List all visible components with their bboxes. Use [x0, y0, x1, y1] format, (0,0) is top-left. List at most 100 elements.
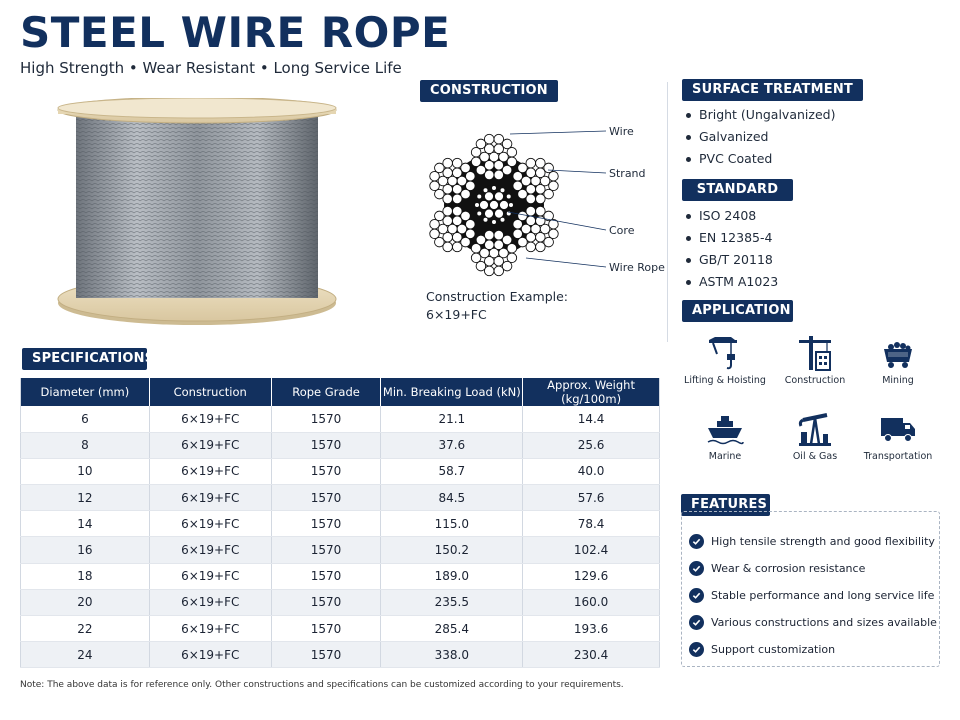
table-cell: 6×19+FC — [149, 641, 272, 669]
standard-list: ISO 2408 EN 12385-4 GB/T 20118 ASTM A102… — [684, 205, 778, 293]
table-cell: 102.4 — [522, 536, 660, 564]
feature-item: Wear & corrosion resistance — [689, 555, 937, 582]
specifications-heading: SPECIFICATIONS — [22, 348, 154, 370]
table-cell: 16 — [20, 536, 150, 564]
table-cell: 235.5 — [380, 589, 524, 617]
application-heading: APPLICATION — [682, 300, 793, 322]
table-cell: 6×19+FC — [149, 406, 272, 433]
construction-example-value: 6×19+FC — [426, 307, 487, 322]
column-header: Diameter (mm) — [20, 378, 150, 406]
surface-treatment-heading: SURFACE TREATMENT — [682, 79, 863, 101]
column-header: Min. Breaking Load (kN) — [380, 378, 524, 406]
construction-caption: Construction Example: — [426, 289, 569, 304]
table-cell: 78.4 — [522, 510, 660, 538]
table-cell: 18 — [20, 563, 150, 590]
construction-heading: CONSTRUCTION — [420, 80, 558, 102]
list-item: EN 12385-4 — [684, 227, 778, 249]
table-cell: 25.6 — [522, 432, 660, 459]
feature-text: Various constructions and sizes availabl… — [711, 616, 937, 629]
table-cell: 230.4 — [522, 641, 660, 669]
application-lifting: Lifting & Hoisting — [680, 334, 770, 386]
table-cell: 1570 — [271, 641, 382, 669]
feature-text: Support customization — [711, 643, 836, 656]
feature-text: Wear & corrosion resistance — [711, 562, 866, 575]
list-item: ISO 2408 — [684, 205, 778, 227]
table-cell: 14 — [20, 510, 150, 538]
wire-label: Wire — [609, 125, 634, 138]
features-list: High tensile strength and good flexibili… — [689, 528, 937, 663]
check-icon — [689, 588, 704, 603]
table-cell: 22 — [20, 615, 150, 643]
rope-cross-section-diagram: Wire Strand Core Wire Rope — [429, 125, 665, 277]
table-cell: 1570 — [271, 615, 382, 643]
table-cell: 21.1 — [380, 406, 524, 433]
mine-cart-icon — [884, 342, 912, 368]
table-cell: 1570 — [271, 432, 382, 459]
table-cell: 84.5 — [380, 484, 524, 512]
list-item: GB/T 20118 — [684, 249, 778, 271]
table-cell: 6×19+FC — [149, 458, 272, 486]
table-cell: 193.6 — [522, 615, 660, 643]
feature-item: High tensile strength and good flexibili… — [689, 528, 937, 555]
table-cell: 6×19+FC — [149, 432, 272, 459]
table-cell: 160.0 — [522, 589, 660, 617]
table-cell: 20 — [20, 589, 150, 617]
table-cell: 1570 — [271, 510, 382, 538]
table-cell: 57.6 — [522, 484, 660, 512]
standard-heading: STANDARD — [682, 179, 793, 201]
core-label: Core — [609, 224, 635, 237]
table-cell: 1570 — [271, 484, 382, 512]
check-icon — [689, 642, 704, 657]
check-icon — [689, 615, 704, 630]
strand-label: Strand — [609, 167, 646, 180]
list-item: Bright (Ungalvanized) — [684, 104, 835, 126]
column-header: Rope Grade — [271, 378, 382, 406]
table-cell: 37.6 — [380, 432, 524, 459]
table-cell: 285.4 — [380, 615, 524, 643]
application-construction: Construction — [770, 334, 860, 386]
table-cell: 6×19+FC — [149, 484, 272, 512]
application-label: Marine — [708, 451, 742, 462]
application-oil-gas: Oil & Gas — [770, 410, 860, 462]
page-title: STEEL WIRE ROPE — [20, 8, 451, 57]
application-mining: Mining — [853, 334, 943, 386]
table-cell: 10 — [20, 458, 150, 486]
table-cell: 58.7 — [380, 458, 524, 486]
tower-crane-icon — [799, 336, 831, 371]
table-cell: 6×19+FC — [149, 563, 272, 590]
truck-icon — [881, 418, 915, 442]
application-label: Mining — [882, 375, 914, 386]
ship-icon — [707, 416, 744, 445]
table-cell: 6×19+FC — [149, 510, 272, 538]
check-icon — [689, 561, 704, 576]
wire-rope-label: Wire Rope — [609, 261, 665, 274]
table-cell: 338.0 — [380, 641, 524, 669]
features-panel — [681, 511, 940, 667]
application-marine: Marine — [680, 410, 770, 462]
application-transportation: Transportation — [853, 410, 943, 462]
application-label: Transportation — [863, 451, 933, 462]
table-header-row: Diameter (mm) Construction Rope Grade Mi… — [20, 378, 660, 406]
table-cell: 6×19+FC — [149, 536, 272, 564]
table-cell: 8 — [20, 432, 150, 459]
table-cell: 189.0 — [380, 563, 524, 590]
table-cell: 150.2 — [380, 536, 524, 564]
table-cell: 129.6 — [522, 563, 660, 590]
table-cell: 1570 — [271, 563, 382, 590]
table-cell: 6×19+FC — [149, 589, 272, 617]
column-header: Construction — [149, 378, 272, 406]
check-icon — [689, 534, 704, 549]
surface-treatment-list: Bright (Ungalvanized) Galvanized PVC Coa… — [684, 104, 835, 170]
features-heading: FEATURES — [681, 494, 770, 516]
wire-rope-spool-image — [57, 98, 337, 325]
